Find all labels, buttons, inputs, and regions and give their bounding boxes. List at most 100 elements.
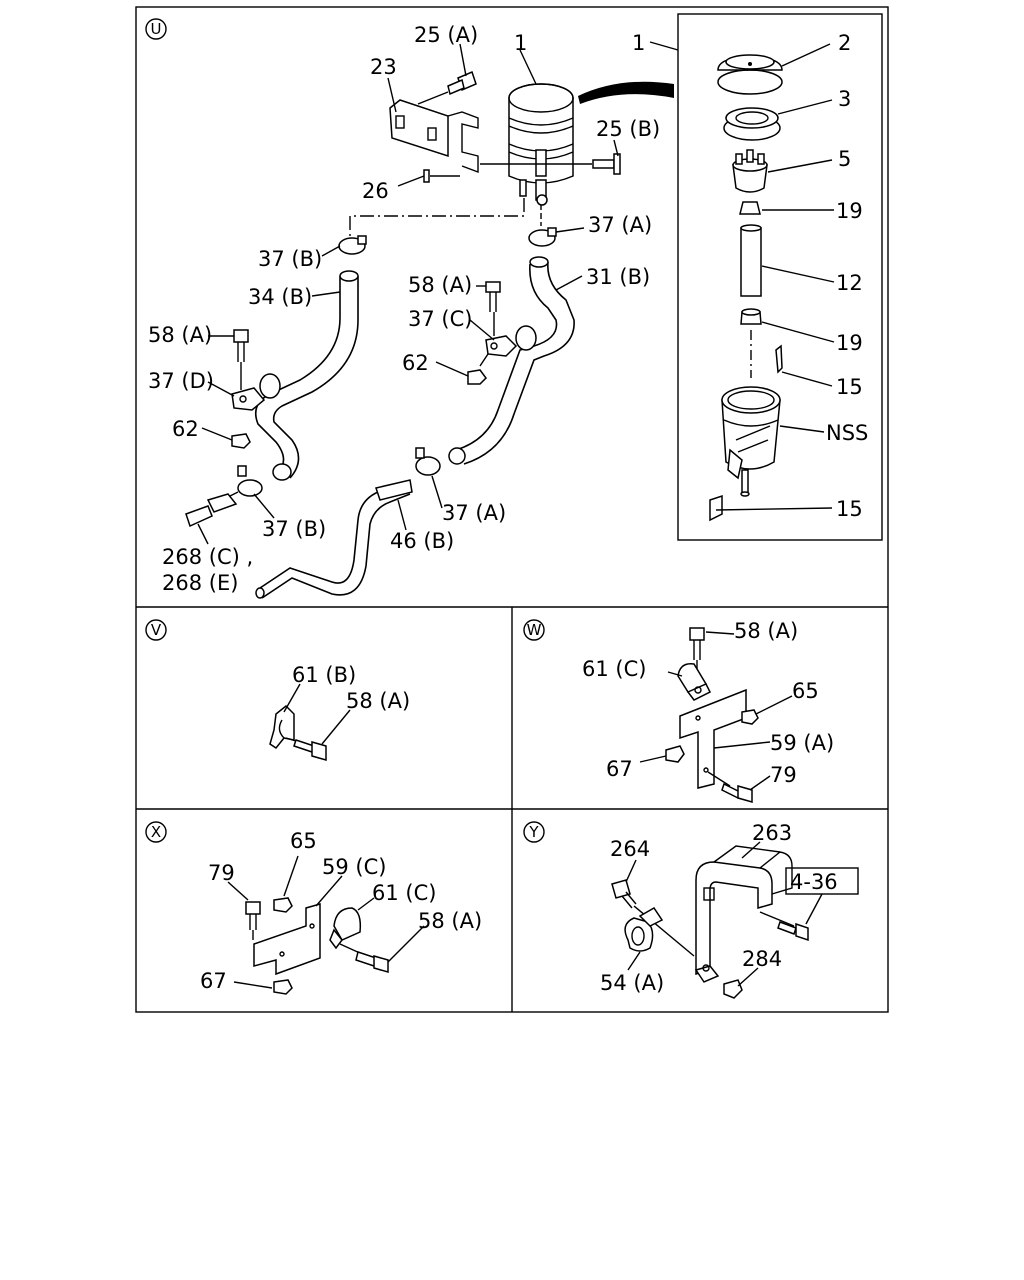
label-79-w: 79: [770, 763, 797, 787]
label-59c: 59 (C): [322, 855, 386, 879]
label-1-inset: 1: [632, 31, 645, 55]
bracket-59a-part: [679, 688, 747, 789]
label-2: 2: [838, 31, 851, 55]
bolt-58a-left-part: [231, 329, 266, 411]
label-15-lower: 15: [836, 497, 863, 521]
clip-61c-w-part: [677, 663, 712, 701]
label-1-main: 1: [514, 31, 527, 55]
label-65-x: 65: [290, 829, 317, 853]
nut-65-x-part: [273, 897, 293, 913]
clip-61c-x-part: [329, 907, 362, 950]
bolt-58a-v-part: [285, 737, 327, 761]
panel-y-badge: Y: [523, 821, 545, 843]
label-19-upper: 19: [836, 199, 863, 223]
bushing-part-lower: [740, 308, 762, 325]
label-34b: 34 (B): [248, 285, 312, 309]
panel-x-content: 65 59 (C) 79 61 (C) 58 (A) 67: [200, 829, 482, 995]
svg-text:Y: Y: [528, 823, 539, 841]
label-61c-w: 61 (C): [582, 657, 646, 681]
label-54a: 54 (A): [600, 971, 664, 995]
strainer-part: [732, 149, 768, 193]
hose-clamp-37b-lower: [237, 465, 263, 497]
panel-u-labels: 1 1 2 3 5 19 12 19 15 NSS 15 25 (A) 23 2…: [148, 23, 868, 595]
reservoir-seal-part: [723, 107, 781, 141]
label-nss: NSS: [826, 421, 868, 445]
bolt-25a-part: [417, 70, 477, 105]
label-12: 12: [836, 271, 863, 295]
hose-clamp-37a-upper: [528, 194, 557, 247]
label-268c: 268 (C) ,: [162, 545, 253, 569]
panel-v-content: 61 (B) 58 (A): [269, 663, 410, 761]
bolt-25b-part: [480, 153, 621, 175]
label-264: 264: [610, 837, 650, 861]
label-61c-x: 61 (C): [372, 881, 436, 905]
label-61b: 61 (B): [292, 663, 356, 687]
panel-y-content: 263 264 4-36 284 54 (A): [600, 821, 859, 999]
label-15-upper: 15: [836, 375, 863, 399]
hose-clamp-37a-lower: [415, 447, 441, 476]
reservoir-body-part: [721, 386, 781, 497]
washer-26-part: [423, 169, 430, 183]
label-37d: 37 (D): [148, 369, 214, 393]
label-62-center: 62: [402, 351, 429, 375]
label-58a-center: 58 (A): [408, 273, 472, 297]
hose-31b-part: [448, 256, 575, 465]
hose-clamp-37b-upper: [338, 235, 367, 255]
label-59a: 59 (A): [770, 731, 834, 755]
nut-284-part: [723, 979, 743, 999]
label-31b: 31 (B): [586, 265, 650, 289]
diagram-frames: [135, 6, 889, 1013]
label-3: 3: [838, 87, 851, 111]
panel-x-badge: X: [145, 821, 167, 843]
reservoir-assembly: 1 1 2 3 5 19 12 19 15 NSS 15 25 (A) 23 2…: [148, 23, 868, 599]
clamp-54a-part: [624, 907, 664, 952]
nut-67-w-part: [665, 745, 685, 763]
label-67-w: 67: [606, 757, 633, 781]
svg-text:V: V: [151, 621, 162, 639]
filter-tube-part: [740, 224, 762, 297]
label-25a: 25 (A): [414, 23, 478, 47]
bushing-part-upper: [739, 201, 761, 215]
label-79-x: 79: [208, 861, 235, 885]
clip-part-lower: [709, 494, 723, 522]
reservoir-cap-part: [717, 54, 783, 95]
clip-part-upper: [775, 344, 783, 374]
label-284: 284: [742, 947, 782, 971]
pipe-268-part: [185, 491, 239, 528]
bracket-263-part: [694, 845, 793, 983]
label-5: 5: [838, 147, 851, 171]
label-67-x: 67: [200, 969, 227, 993]
nut-67-x-part: [273, 979, 293, 995]
bolt-4-36-part: [759, 911, 809, 942]
clip-61b-part: [269, 704, 295, 750]
reservoir-exploded-view: [709, 54, 783, 522]
panel-v-badge: V: [145, 619, 167, 641]
label-26: 26: [362, 179, 389, 203]
nut-62-center-part: [467, 369, 487, 385]
reservoir-part: [508, 83, 574, 201]
label-58a-w: 58 (A): [734, 619, 798, 643]
label-23: 23: [370, 55, 397, 79]
panel-w-badge: W: [523, 619, 545, 641]
svg-text:X: X: [151, 823, 161, 841]
bracket-59c-part: [253, 903, 321, 976]
nut-65-w-part: [741, 709, 759, 725]
label-37a-lower: 37 (A): [442, 501, 506, 525]
panel-u-leaders: [197, 41, 835, 545]
bolt-58a-center-part: [479, 281, 518, 367]
bolt-79-x-part: [245, 901, 261, 940]
label-268e: 268 (E): [162, 571, 238, 595]
panel-u-badge: U: [145, 18, 167, 40]
panel-w-content: 58 (A) 61 (C) 65 59 (A) 67 79: [582, 619, 834, 803]
label-58a-v: 58 (A): [346, 689, 410, 713]
bolt-58a-x-part: [339, 943, 389, 973]
label-37b-lower: 37 (B): [262, 517, 326, 541]
ref-box-4-36: [785, 867, 859, 895]
bolt-58a-w-part: [689, 627, 705, 676]
label-263: 263: [752, 821, 792, 845]
label-58a-left: 58 (A): [148, 323, 212, 347]
pipe-46b-part: [255, 479, 413, 599]
label-46b: 46 (B): [390, 529, 454, 553]
label-37a-upper: 37 (A): [588, 213, 652, 237]
